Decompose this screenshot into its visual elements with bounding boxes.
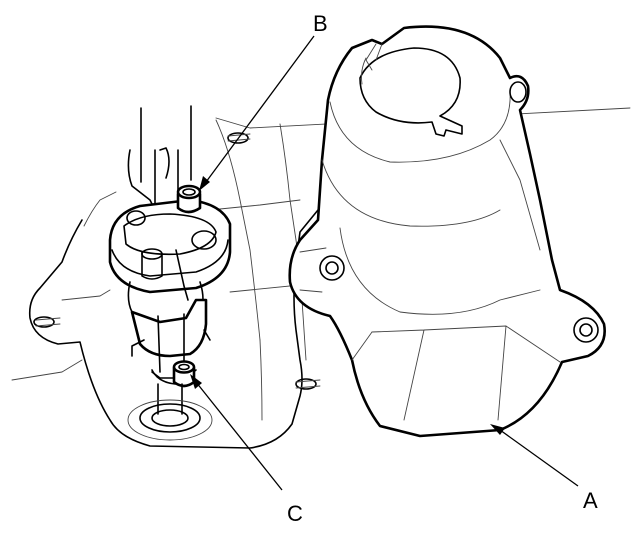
pinch-bolt-lower bbox=[172, 360, 196, 388]
leader-line-b bbox=[199, 35, 315, 191]
universal-joint bbox=[108, 198, 232, 386]
callout-c: C bbox=[287, 501, 303, 526]
steering-joint-cover bbox=[288, 25, 606, 438]
leader-line-c bbox=[190, 374, 283, 491]
callout-b: B bbox=[313, 11, 328, 36]
pinion-shaft bbox=[127, 383, 213, 441]
pinch-bolt-upper bbox=[176, 184, 202, 214]
leader-line-a bbox=[490, 424, 579, 487]
callout-a: A bbox=[583, 488, 598, 513]
